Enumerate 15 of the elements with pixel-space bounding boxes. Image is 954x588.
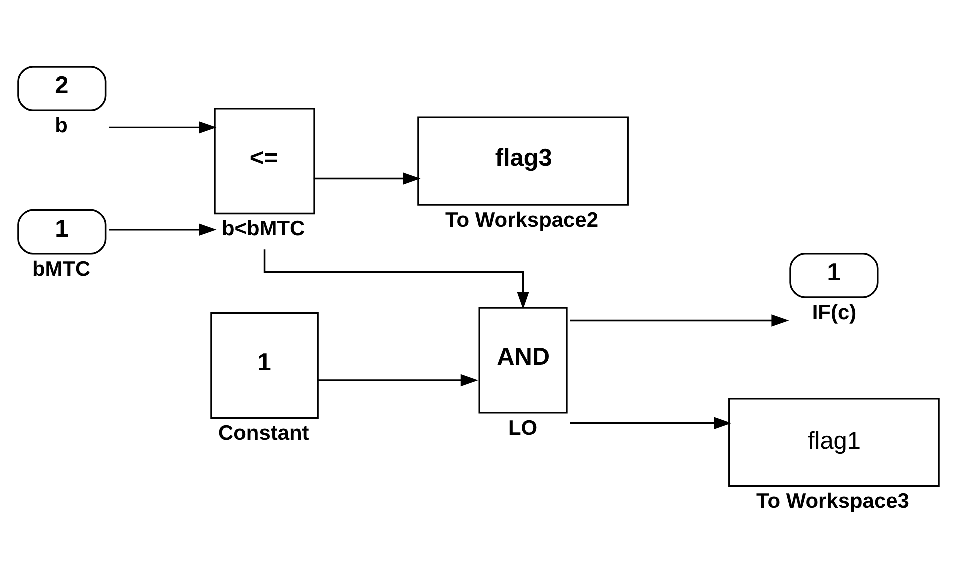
node-label: To Workspace2 [446,208,598,232]
arrow [109,223,217,236]
arrow [264,249,530,309]
node-label: To Workspace3 [756,490,910,513]
node-label: Constant [218,422,310,445]
arrow [570,416,732,429]
arrow [109,121,217,134]
arrow [570,314,790,326]
node-label: b [55,114,68,138]
node-label: LO [508,416,538,440]
node-label: bMTC [32,257,91,280]
node-label: IF(c) [812,301,857,324]
arrow [314,172,421,184]
node-label: b<bMTC [222,217,306,240]
arrow [318,374,478,386]
